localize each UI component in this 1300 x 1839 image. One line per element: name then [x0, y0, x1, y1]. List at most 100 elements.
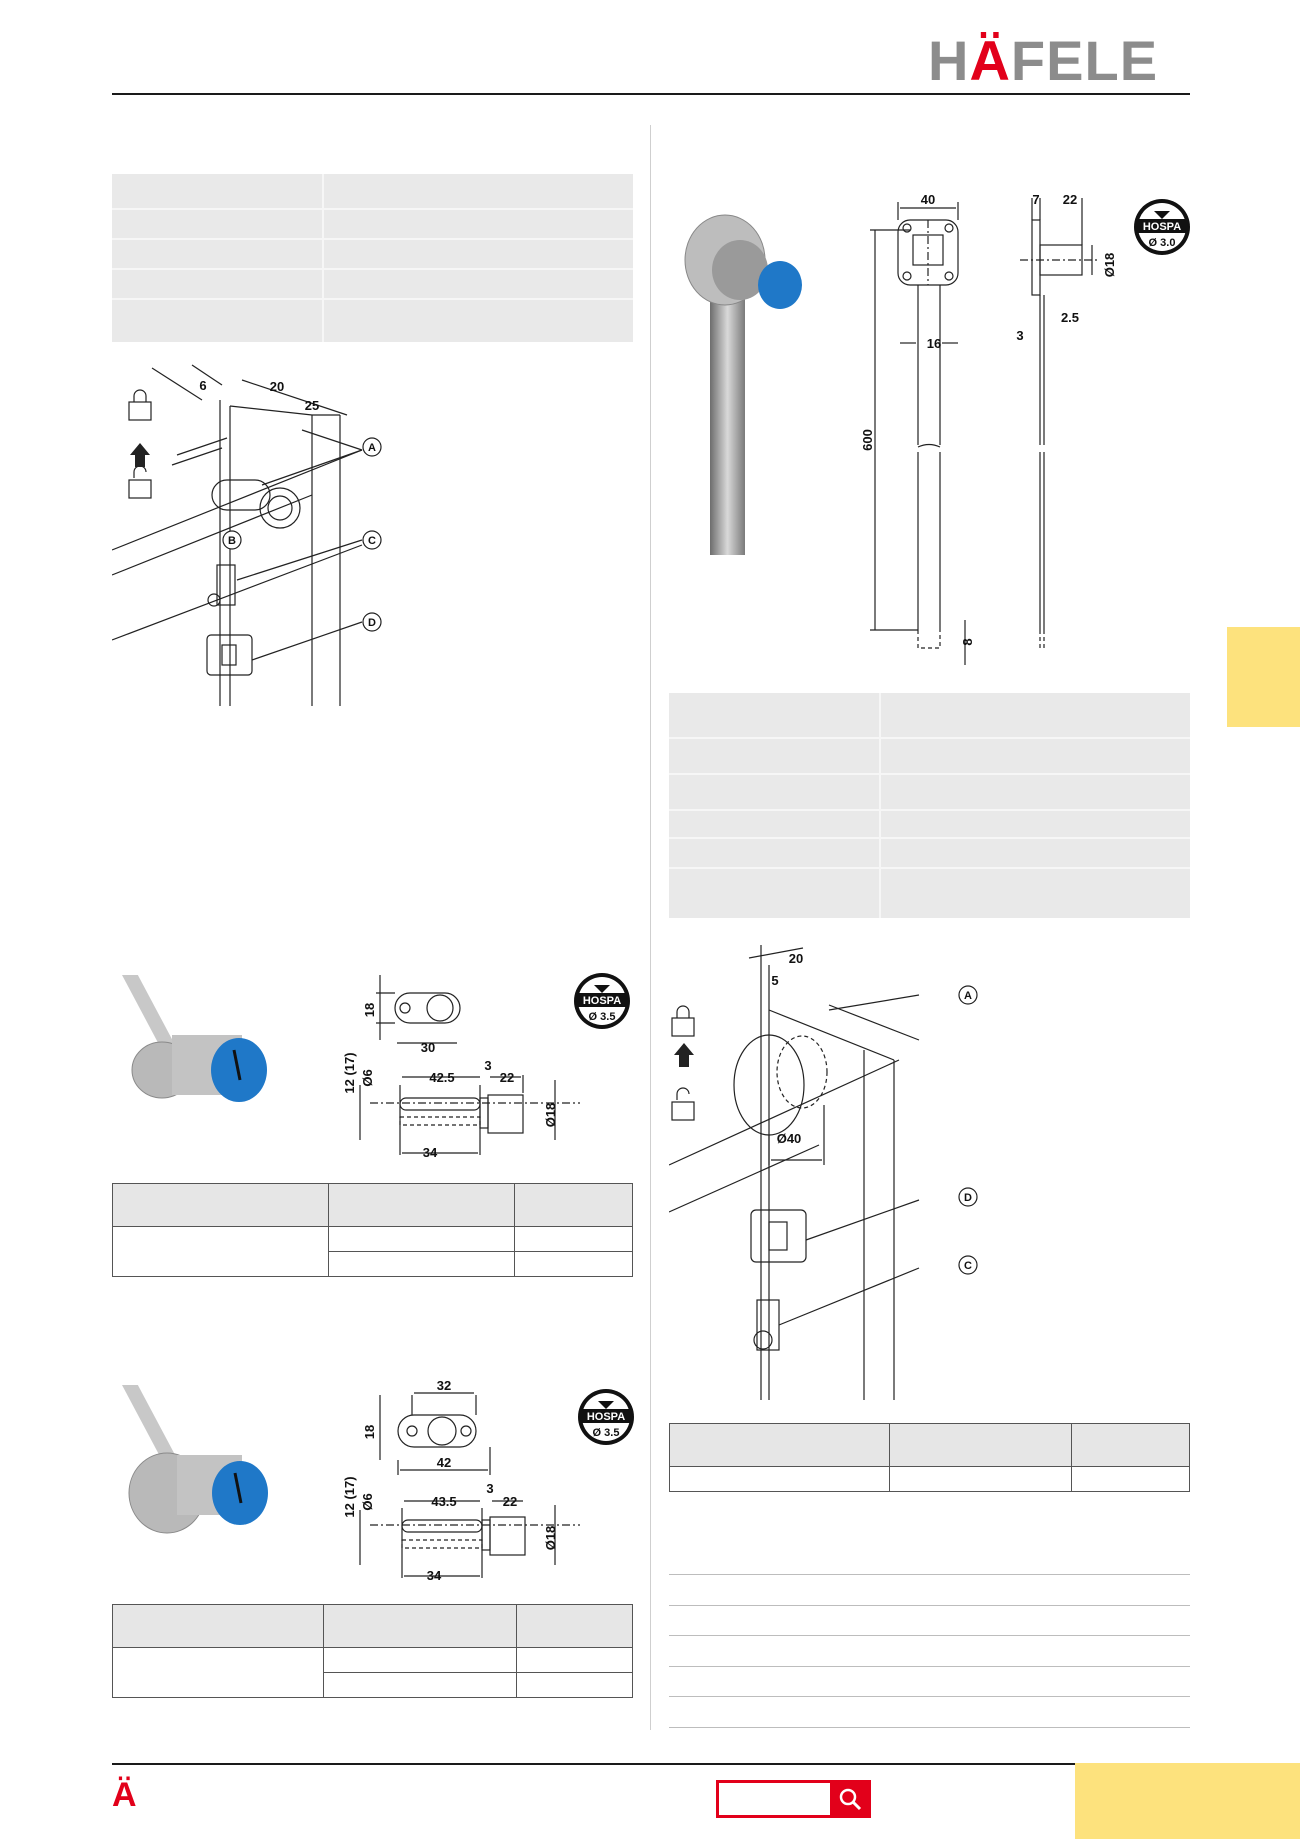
dim-label: 600 [860, 429, 875, 451]
dim-label: 34 [427, 1568, 442, 1583]
spec-block-left [112, 174, 633, 342]
dim-label: 34 [423, 1145, 438, 1160]
hospa-label: HOSPA [583, 995, 621, 1007]
install-drawing-left: 6 20 25 A B C D [112, 364, 382, 706]
callout-label: D [964, 1192, 972, 1204]
note-rule [669, 1635, 1190, 1636]
order-table-2 [112, 1604, 633, 1698]
search-button[interactable] [830, 1780, 871, 1818]
dim-label: 16 [927, 336, 941, 351]
callout-label: D [368, 617, 376, 629]
table-cell [514, 1226, 633, 1252]
hospa-badge-rod-lock: HOSPA Ø 3.0 [1134, 199, 1190, 255]
table-cell [323, 1647, 517, 1673]
callout-label: B [228, 535, 236, 547]
table-header-cell [112, 1183, 329, 1227]
dim-label: 2.5 [1061, 310, 1079, 325]
table-cell [328, 1226, 515, 1252]
dim-label: 3 [486, 1481, 493, 1496]
hospa-size: Ø 3.5 [589, 1011, 616, 1023]
dim-label: 40 [921, 192, 935, 207]
column-divider [650, 125, 651, 1730]
footer-logo-mark: Ä [112, 1776, 137, 1814]
dim-label: 20 [789, 951, 803, 966]
table-cell [328, 1251, 515, 1277]
dim-label: 22 [503, 1494, 517, 1509]
dim-label: 25 [305, 398, 319, 413]
callout-label: C [964, 1260, 972, 1272]
table-cell [516, 1647, 633, 1673]
dim-label: Ø18 [543, 1103, 558, 1128]
hospa-size: Ø 3.5 [593, 1427, 620, 1439]
table-header-cell [323, 1604, 517, 1648]
note-rule [669, 1574, 1190, 1575]
order-table-3 [669, 1423, 1190, 1492]
install-drawing-right: 20 5 Ø40 A D C [669, 945, 978, 1400]
brand-logo-text: HÄFELE [928, 29, 1159, 92]
table-cell [514, 1251, 633, 1277]
table-header-cell [514, 1183, 633, 1227]
callout-label: C [368, 535, 376, 547]
spec-block-right [669, 693, 1190, 918]
hospa-badge-cylinder-1: HOSPA Ø 3.5 [574, 973, 630, 1029]
table-header-cell [112, 1604, 324, 1648]
note-rule [669, 1727, 1190, 1728]
hospa-label: HOSPA [587, 1411, 625, 1423]
callout-label: A [964, 990, 972, 1002]
dim-label: 32 [437, 1380, 451, 1393]
dim-label: 8 [960, 638, 975, 645]
dim-label: Ø18 [543, 1526, 558, 1551]
dim-label: Ø6 [360, 1069, 375, 1086]
dim-label: 7 [1032, 192, 1039, 207]
table-header-cell [516, 1604, 633, 1648]
dim-label: 12 (17) [342, 1476, 357, 1517]
dim-label: 22 [1063, 192, 1077, 207]
rod-lock-photo [684, 214, 802, 555]
table-cell [669, 1466, 890, 1492]
dim-label: Ø6 [360, 1493, 375, 1510]
dim-label: 18 [362, 1003, 377, 1017]
note-rule [669, 1696, 1190, 1697]
footer-rule [112, 1763, 1190, 1765]
dim-label: 22 [500, 1070, 514, 1085]
cylinder-1-drawing: 18 30 12 (17) Ø6 42.5 3 22 Ø18 34 [342, 975, 580, 1160]
section-tab[interactable] [1227, 627, 1300, 727]
cylinder-2-drawing: 32 18 42 12 (17) Ø6 43.5 3 22 Ø18 34 [342, 1380, 580, 1583]
hospa-size: Ø 3.0 [1149, 237, 1176, 249]
dim-label: 42 [437, 1455, 451, 1470]
table-header-cell [889, 1423, 1072, 1467]
order-table-1 [112, 1183, 633, 1277]
table-cell [112, 1226, 329, 1277]
cylinder-2-photo [122, 1385, 268, 1534]
cylinder-1-photo [122, 975, 267, 1102]
table-cell [1071, 1466, 1190, 1492]
brand-logo: HÄFELE [928, 28, 1158, 93]
table-header-cell [1071, 1423, 1190, 1467]
magnifier-icon [839, 1788, 862, 1811]
hospa-badge-cylinder-2: HOSPA Ø 3.5 [578, 1389, 634, 1445]
dim-label: 12 (17) [342, 1052, 357, 1093]
table-cell [112, 1647, 324, 1698]
table-cell [323, 1672, 517, 1698]
dim-label: 20 [270, 379, 284, 394]
dim-label: 3 [484, 1058, 491, 1073]
table-cell [889, 1466, 1072, 1492]
table-cell [516, 1672, 633, 1698]
header-rule [112, 93, 1190, 95]
hospa-label: HOSPA [1143, 221, 1181, 233]
rod-lock-drawing: 40 7 22 Ø18 2.5 3 16 600 8 [860, 192, 1117, 665]
note-rule [669, 1666, 1190, 1667]
dim-label: 6 [199, 378, 206, 393]
callout-label: A [368, 442, 376, 454]
dim-label: Ø18 [1102, 253, 1117, 278]
dim-label: 5 [771, 973, 778, 988]
table-header-cell [328, 1183, 515, 1227]
note-rule [669, 1605, 1190, 1606]
dim-label: Ø40 [777, 1131, 802, 1146]
dim-label: 42.5 [429, 1070, 454, 1085]
footer-tab [1075, 1763, 1300, 1839]
dim-label: 18 [362, 1425, 377, 1439]
dim-label: 30 [421, 1040, 435, 1055]
table-header-cell [669, 1423, 890, 1467]
dim-label: 43.5 [431, 1494, 456, 1509]
